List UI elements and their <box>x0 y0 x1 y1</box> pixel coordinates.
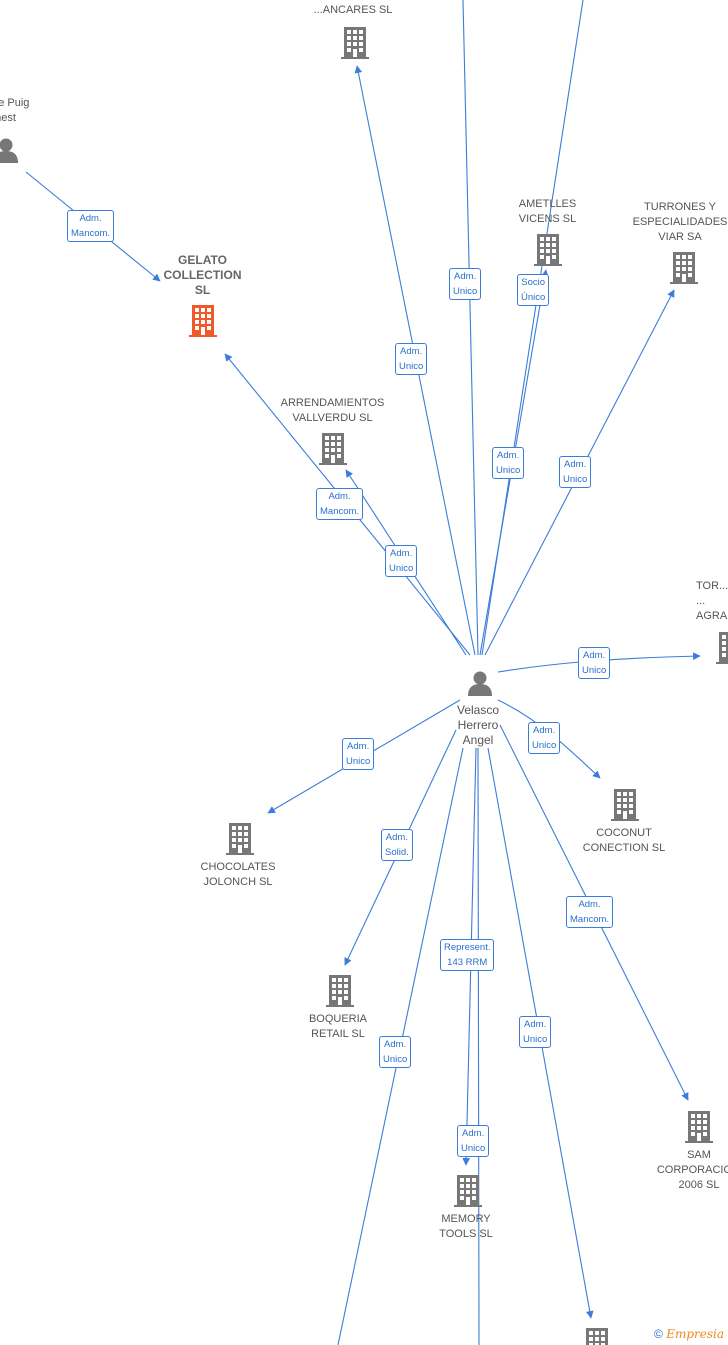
building-icon <box>319 433 347 465</box>
building-icon <box>685 1111 713 1143</box>
edge-label: Adm. Unico <box>559 456 592 488</box>
node-label-puig[interactable]: ...te Puig ...nest <box>0 97 30 124</box>
building-icon <box>583 1328 611 1345</box>
edge-label: Represent. 143 RRM <box>440 939 495 971</box>
building-icon <box>534 234 562 266</box>
node-label-turrones[interactable]: TURRONES Y ESPECIALIDADES VIAR SA <box>632 201 728 243</box>
edge-label: Adm. Unico <box>492 447 525 479</box>
edge-label: Adm. Unico <box>395 343 428 375</box>
building-icon <box>189 305 217 337</box>
building-icon <box>670 252 698 284</box>
node-label-arrend[interactable]: ARRENDAMIENTOS VALLVERDU SL <box>280 397 385 424</box>
edge-label: Adm. Unico <box>342 738 375 770</box>
node-label-ametlles[interactable]: AMETLLES VICENS SL <box>518 198 577 225</box>
edge-label: Adm. Mancom. <box>67 210 115 242</box>
edge-label: Socio Único <box>517 274 550 306</box>
building-icon <box>454 1175 482 1207</box>
edge-label: Adm. Unico <box>528 722 561 754</box>
edge-label: Adm. Solid. <box>381 829 413 861</box>
edge-label: Adm. Unico <box>519 1016 552 1048</box>
edge-label: Adm. Unico <box>578 647 611 679</box>
building-icon <box>326 975 354 1007</box>
edge-label: Adm. Mancom. <box>566 896 614 928</box>
node-label-chocolates[interactable]: CHOCOLATES JOLONCH SL <box>200 861 276 888</box>
edge-label: Adm. Mancom. <box>316 488 364 520</box>
node-label-center[interactable]: Velasco Herrero Angel <box>456 703 500 747</box>
node-label-coconut[interactable]: COCONUT CONECTION SL <box>582 827 666 854</box>
person-icon <box>468 671 492 696</box>
building-icon <box>716 632 728 664</box>
edge-label: Adm. Unico <box>449 268 482 300</box>
edge-label: Adm. Unico <box>457 1125 490 1157</box>
edge-label: Adm. Unico <box>385 545 418 577</box>
building-icon <box>611 789 639 821</box>
node-label-boqueria[interactable]: BOQUERIA RETAIL SL <box>308 1013 368 1040</box>
building-icon <box>341 27 369 59</box>
person-icon <box>0 138 18 163</box>
node-label-ancares[interactable]: ...ANCARES SL <box>313 4 393 16</box>
node-label-torr[interactable]: TOR... ... AGRA... <box>696 580 728 622</box>
node-label-sam[interactable]: SAM CORPORACIO... 2006 SL <box>656 1149 728 1191</box>
edge-label: Adm. Unico <box>379 1036 412 1068</box>
building-icon <box>226 823 254 855</box>
brand-logo: © Empresia <box>654 1327 724 1341</box>
node-label-memory[interactable]: MEMORY TOOLS SL <box>439 1213 493 1240</box>
node-label-gelato[interactable]: GELATO COLLECTION SL <box>163 253 242 297</box>
